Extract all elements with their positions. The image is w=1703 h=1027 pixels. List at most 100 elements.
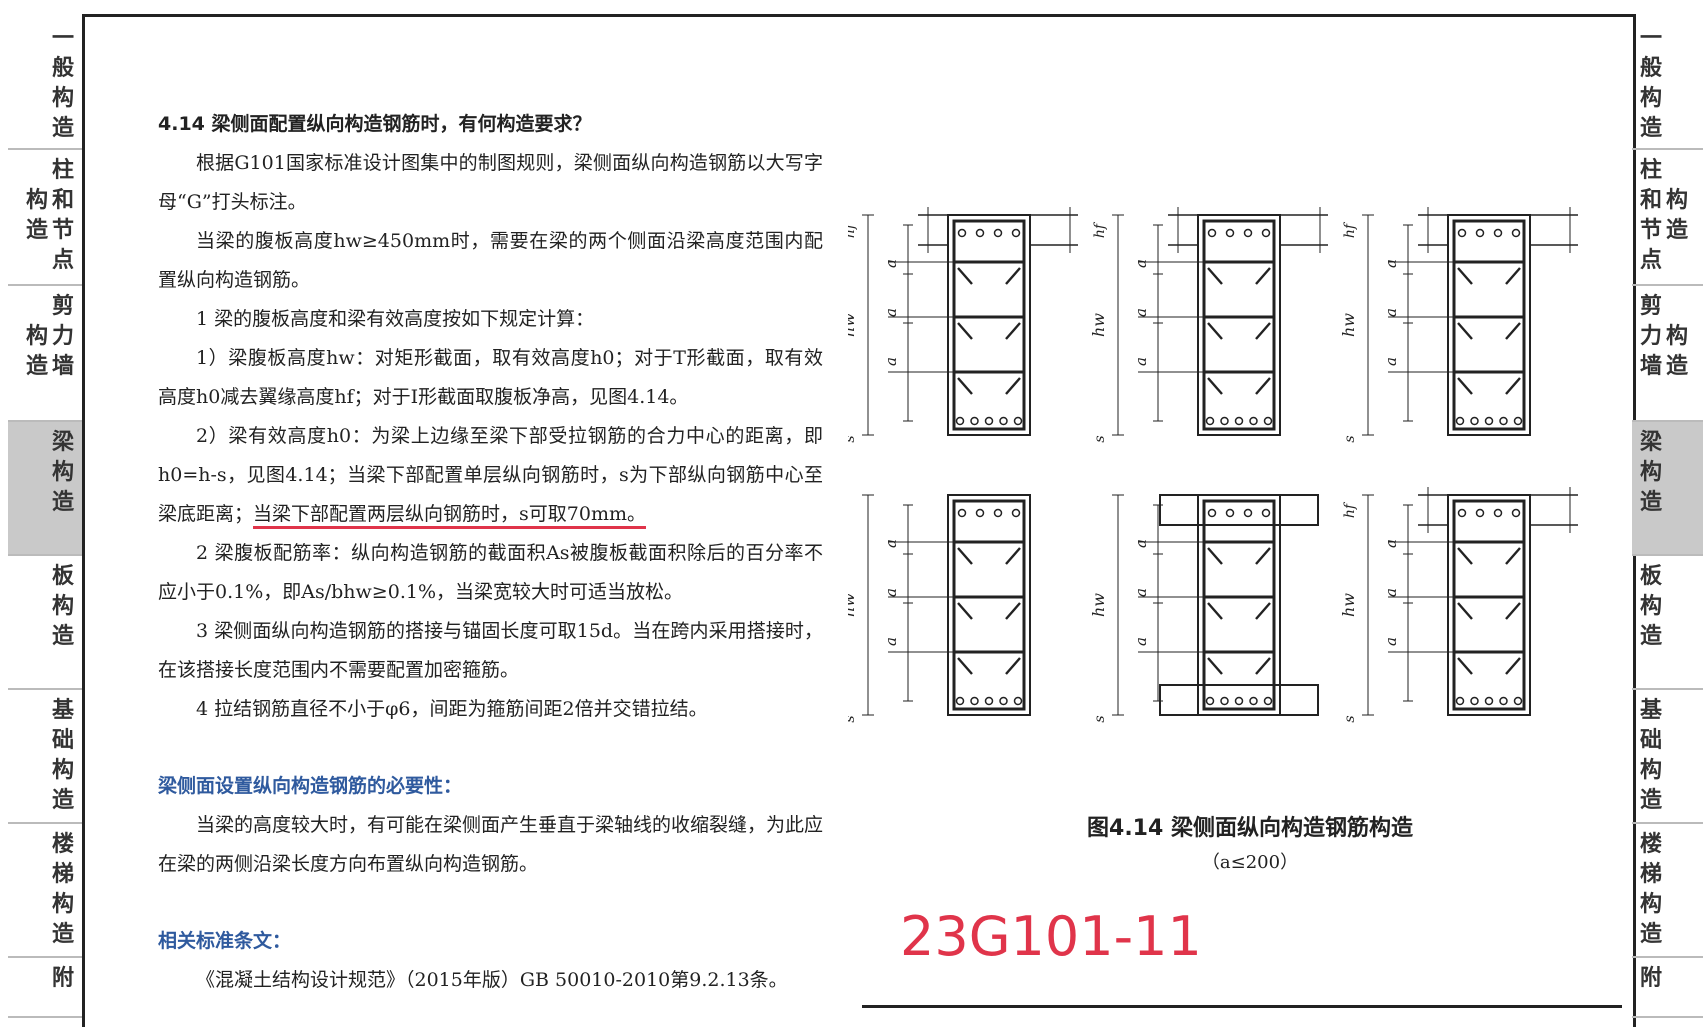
dimension-label-hw: hw [1089, 593, 1108, 617]
figure-subcaption: （a≤200） [1201, 852, 1299, 873]
dimension-label-hf: hf [1342, 221, 1358, 238]
chapter-tab[interactable]: 楼梯构造 [8, 824, 82, 958]
dimension-label-a: a [1382, 357, 1400, 366]
tie-hook [957, 657, 973, 675]
tab-char: 剪 [51, 294, 74, 319]
tab-char: 般 [51, 56, 74, 81]
tie-hook [1255, 322, 1271, 340]
tab-char: 础 [1639, 728, 1662, 753]
dimension-label-a: a [1132, 357, 1150, 366]
tie-hook [1255, 657, 1271, 675]
dimension-label-hf: hf [1342, 501, 1358, 518]
tie-hook [1505, 322, 1521, 340]
tab-char: 造 [25, 218, 48, 243]
tab-char: 力 [1639, 324, 1662, 349]
chapter-tab[interactable]: 板构造 [1632, 556, 1703, 690]
rebar [975, 508, 985, 518]
rebar [1484, 696, 1494, 706]
tab-char: 般 [1639, 56, 1662, 81]
rebar [999, 696, 1008, 706]
tab-char: 造 [1665, 354, 1688, 379]
dimension-label-hf: hf [848, 221, 858, 238]
tab-char: 柱 [1639, 158, 1662, 183]
tab-char: 板 [1639, 564, 1662, 589]
chapter-tab[interactable]: 基础构造 [1632, 690, 1703, 824]
tab-char: 基 [1639, 698, 1662, 723]
rebar [957, 508, 967, 518]
tie-hook [1255, 602, 1271, 620]
dimension-label-a: a [1382, 637, 1400, 646]
tab-char: 构 [25, 324, 48, 349]
rebar [1243, 228, 1253, 238]
stirrup [952, 219, 1026, 431]
chapter-tab[interactable]: 构造柱和节点 [1632, 150, 1703, 286]
tie-hook [1207, 547, 1223, 565]
tab-char: 构 [51, 460, 74, 485]
chapter-tab[interactable]: 基础构造 [8, 690, 82, 824]
rebar [1263, 696, 1273, 706]
chapter-tab[interactable]: 构造剪力墙 [8, 286, 82, 422]
rebar [1513, 416, 1523, 426]
tab-char: 造 [1639, 788, 1662, 813]
chapter-tab[interactable]: 构造柱和节点 [8, 150, 82, 286]
rebar [975, 228, 985, 238]
rebar [970, 696, 979, 706]
rebar [1513, 696, 1523, 706]
tab-char: 构 [51, 594, 74, 619]
dimension-label-a: a [1132, 588, 1150, 597]
dimension-label-a: a [882, 308, 900, 317]
tab-char: 造 [1639, 490, 1662, 515]
dimension-label-s: s [848, 715, 858, 722]
chapter-tab[interactable]: 梁构造 [1632, 422, 1703, 556]
tie-hook [1005, 322, 1021, 340]
tab-char: 构 [1639, 594, 1662, 619]
tab-char: 构 [51, 758, 74, 783]
tab-char: 造 [51, 624, 74, 649]
tab-char: 造 [51, 490, 74, 515]
tab-char: 造 [1665, 218, 1688, 243]
tab-char: 和 [51, 188, 74, 213]
rebar [1457, 508, 1467, 518]
chapter-tab[interactable]: 板构造 [8, 556, 82, 690]
tab-char: 梯 [1639, 862, 1662, 887]
dimension-label-a: a [1382, 259, 1400, 268]
tab-char: 和 [1639, 188, 1662, 213]
chapter-tab[interactable]: 附 [1632, 958, 1703, 1018]
dimension-label-a: a [1132, 259, 1150, 268]
rebar [1249, 696, 1258, 706]
chapter-tab[interactable]: 楼梯构造 [1632, 824, 1703, 958]
rebar [1225, 228, 1235, 238]
rebar [999, 416, 1008, 426]
tie-hook [957, 377, 973, 395]
paragraph: 1 梁的腹板高度和梁有效高度按如下规定计算： [196, 308, 595, 330]
rebar [1205, 696, 1215, 706]
chapter-tab[interactable]: 一般构造 [8, 18, 82, 150]
beam-section-figure: aaahwshfaaahwshfaaahwshfaaahwsaaahwsaaah… [848, 207, 1578, 723]
chapter-tab[interactable]: 附 [8, 958, 82, 1018]
rebar [984, 416, 994, 426]
chapter-tab[interactable]: 构造剪力墙 [1632, 286, 1703, 422]
rebar [1263, 416, 1273, 426]
rebar [1220, 696, 1229, 706]
left-chapter-tabs: 一般构造 构造柱和节点 构造剪力墙梁构造板构造基础构造楼梯构造附 [8, 18, 82, 1018]
tie-hook [957, 547, 973, 565]
rebar [1207, 508, 1217, 518]
effective-height-text: 2）梁有效高度h0：为梁上边缘至梁下部受拉钢筋的合力中心的距离，即h0=h-s，… [158, 425, 823, 525]
dimension-label-a: a [1132, 308, 1150, 317]
tab-char: 楼 [51, 832, 74, 857]
related-text: 《混凝土结构设计规范》（2015年版）GB 50010-2010第9.2.13条… [196, 969, 788, 991]
dimension-label-a: a [1382, 539, 1400, 548]
web-outline [1197, 214, 1281, 436]
dimension-label-hf: hf [1092, 221, 1108, 238]
rebar [955, 696, 965, 706]
related-heading: 相关标准条文： [158, 930, 292, 952]
tie-hook [1005, 657, 1021, 675]
rebar [1011, 508, 1021, 518]
chapter-tab[interactable]: 一般构造 [1632, 18, 1703, 150]
tab-char: 构 [1639, 758, 1662, 783]
tab-char: 构 [25, 188, 48, 213]
tie-hook [1505, 377, 1521, 395]
tab-char: 板 [51, 564, 74, 589]
dimension-label-a: a [882, 637, 900, 646]
chapter-tab[interactable]: 梁构造 [8, 422, 82, 556]
